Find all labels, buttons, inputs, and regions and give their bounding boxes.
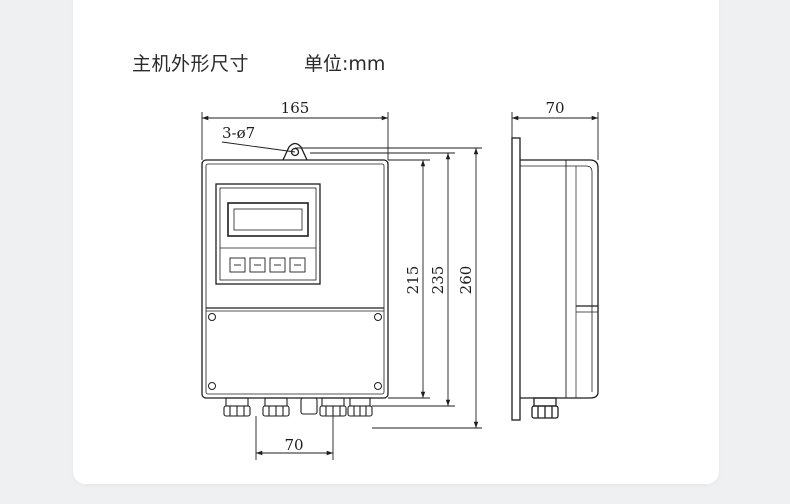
cover-screws bbox=[208, 313, 382, 390]
key-1 bbox=[229, 257, 246, 273]
keypad bbox=[229, 257, 306, 273]
key-3 bbox=[269, 257, 286, 273]
front-view bbox=[201, 142, 389, 417]
dim-height-235: 235 bbox=[429, 266, 447, 295]
front-dimensions bbox=[201, 112, 482, 460]
dim-gland-spacing: 70 bbox=[284, 436, 303, 454]
mounting-ear bbox=[282, 142, 308, 161]
section-title: 主机外形尺寸 bbox=[132, 53, 250, 75]
dim-width: 165 bbox=[281, 99, 310, 117]
housing-body bbox=[201, 159, 389, 399]
mounting-plate bbox=[511, 137, 521, 421]
side-housing bbox=[520, 159, 599, 399]
key-2 bbox=[249, 257, 266, 273]
dim-height-215: 215 bbox=[404, 266, 422, 295]
side-view bbox=[511, 137, 599, 421]
display-panel bbox=[215, 183, 321, 285]
key-4 bbox=[289, 257, 306, 273]
content-card bbox=[73, 0, 719, 484]
side-dimensions bbox=[511, 112, 599, 160]
dim-height-260: 260 bbox=[457, 266, 475, 295]
dim-depth: 70 bbox=[545, 99, 564, 117]
unit-label: 单位:mm bbox=[304, 53, 386, 75]
dim-holes: 3-ø7 bbox=[222, 124, 255, 142]
cable-glands bbox=[223, 397, 373, 417]
lcd-screen bbox=[227, 202, 309, 237]
side-gland bbox=[531, 397, 559, 419]
